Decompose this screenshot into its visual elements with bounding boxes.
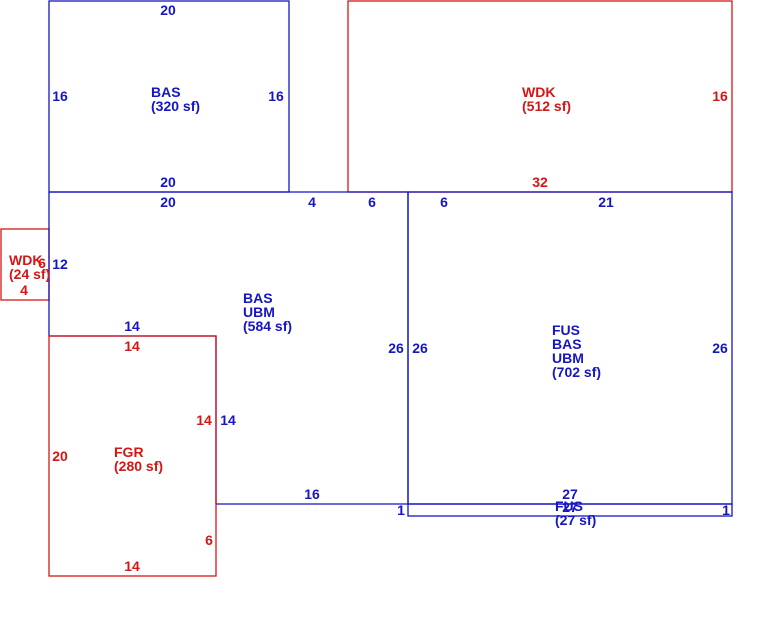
bas-ubm-dim-top-right: 6 [368,194,376,210]
bas-top-size: (320 sf) [151,98,200,114]
fus-small-code: FUS [555,498,583,514]
fus-bas-ubm-line2: BAS [552,336,582,352]
fgr-size: (280 sf) [114,458,163,474]
bas-ubm-line2: UBM [243,304,275,320]
bas-ubm-outline [48,191,409,505]
fus-small-dim-top: 27 [562,499,578,515]
wdk-small-size: (24 sf) [9,266,50,282]
fus-bas-ubm-line1: FUS [552,322,580,338]
fgr-code: FGR [114,444,144,460]
wdk-top-dim-right: 16 [712,88,728,104]
wdk-top-size: (512 sf) [522,98,571,114]
fus-bas-ubm-dim-right: 26 [712,340,728,356]
bas-top-dim-left: 16 [52,88,68,104]
bas-ubm-dim-bottom: 16 [304,486,320,502]
bas-top-dim-right: 16 [268,88,284,104]
fgr-dim-left: 20 [52,448,68,464]
bas-top-dim-top: 20 [160,2,176,18]
fgr-dim-right-red: 14 [196,412,212,428]
bas-ubm-dim-bottom-right: 1 [397,502,405,518]
bas-ubm-dim-top-left: 20 [160,194,176,210]
wdk-small-dim-b: 4 [20,282,28,298]
fus-bas-ubm-size: (702 sf) [552,364,601,380]
fus-bas-ubm-line3: UBM [552,350,584,366]
fgr-dim-top: 14 [124,338,140,354]
fus-small-dim-right: 1 [722,502,730,518]
fus-bas-ubm-dim-bottom: 27 [562,486,578,502]
bas-ubm-line1: BAS [243,290,273,306]
fus-small-outline [407,503,733,517]
fus-bas-ubm-dim-left: 26 [412,340,428,356]
fgr-dim-lower-right: 6 [205,532,213,548]
bas-ubm-dim-right: 26 [388,340,404,356]
fgr-dim-right-blue: 14 [220,412,236,428]
wdk-small-code: WDK [9,252,42,268]
fgr-dim-bottom: 14 [124,558,140,574]
wdk-top-code: WDK [522,84,555,100]
fus-bas-ubm-dim-top-left: 6 [440,194,448,210]
wdk-top-dim-bottom: 32 [532,174,548,190]
fgr-outline [48,335,217,577]
bas-top-code: BAS [151,84,181,100]
bas-top-dim-bottom: 20 [160,174,176,190]
bas-ubm-dim-left: 12 [52,256,68,272]
fus-bas-ubm-dim-top-right: 21 [598,194,614,210]
bas-ubm-dim-top-mid: 4 [308,194,316,210]
bas-ubm-dim-lower-left: 14 [124,318,140,334]
bas-ubm-size: (584 sf) [243,318,292,334]
fus-small-size: (27 sf) [555,512,596,528]
wdk-small-dim-a: 6 [38,255,46,271]
